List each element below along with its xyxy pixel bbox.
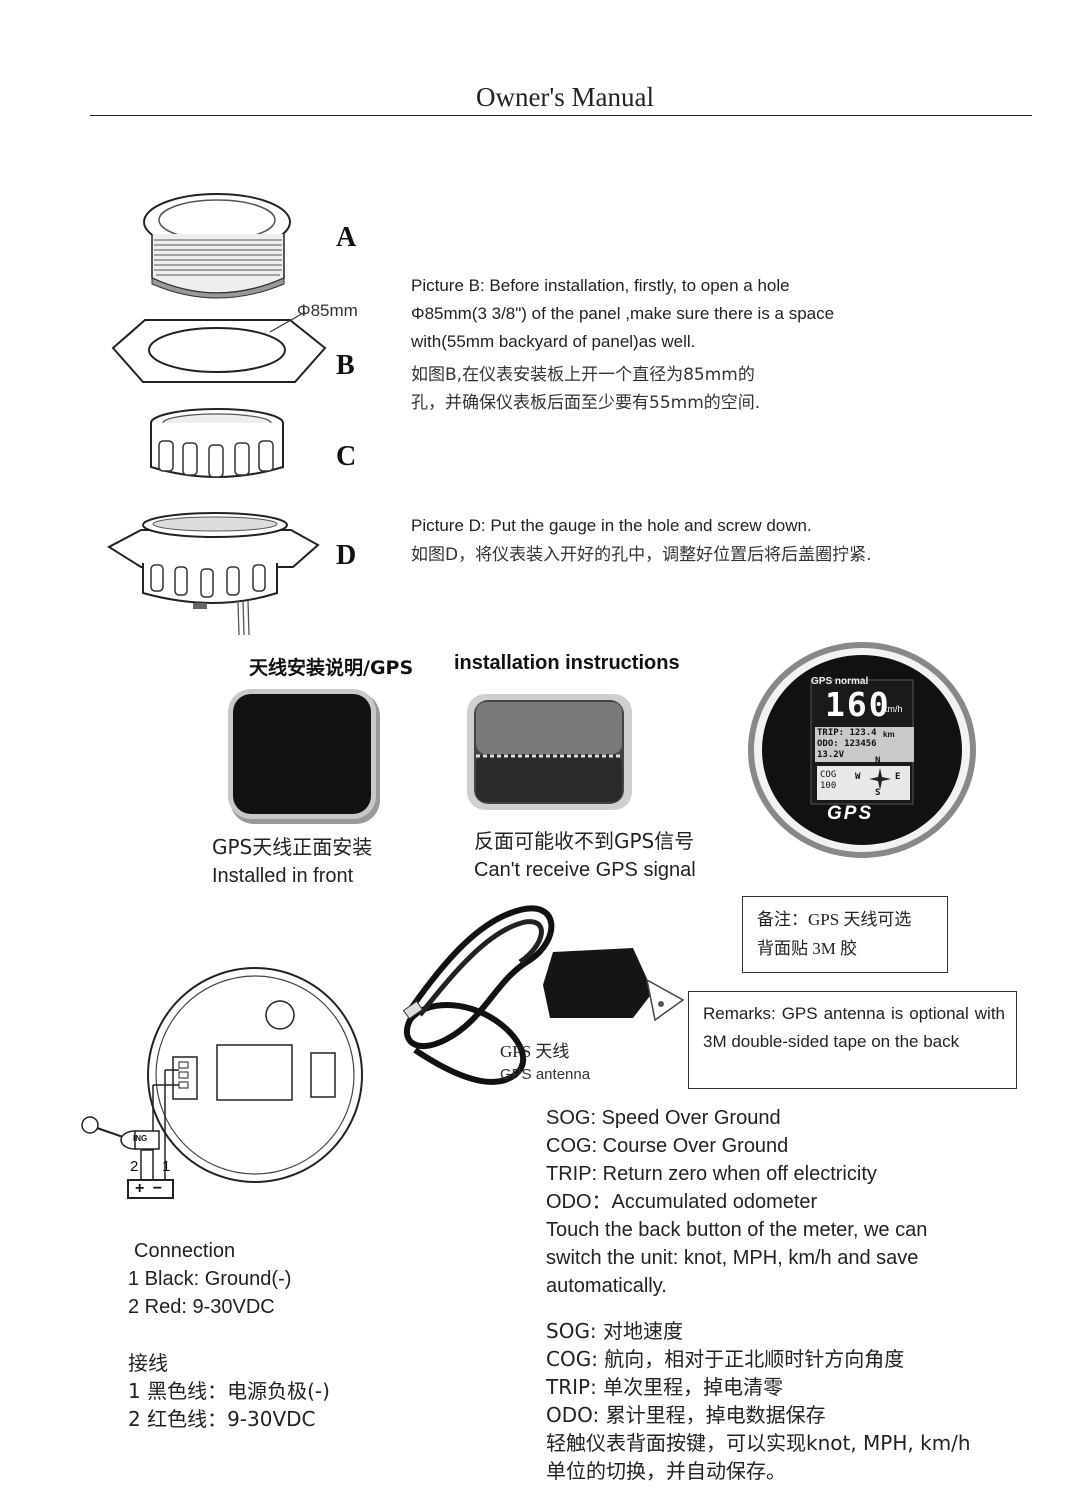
definition-line: automatically.: [546, 1275, 667, 1297]
gauge-trip-unit: km: [883, 730, 895, 739]
hole-diameter-label: Φ85mm: [297, 301, 358, 320]
gauge-compass-panel: COG 100 N W E S: [817, 756, 910, 800]
picture-b-en-line: Φ85mm(3 3/8") of the panel ,make sure th…: [411, 304, 835, 323]
compass-e: E: [895, 772, 901, 782]
definition-line: switch the unit: knot, MPH, km/h and sav…: [546, 1247, 919, 1269]
picture-d-en-line: Picture D: Put the gauge in the hole and…: [411, 516, 812, 535]
definition-line: SOG: Speed Over Ground: [546, 1107, 781, 1129]
wire-pin-1: 1: [162, 1158, 171, 1175]
front-caption-en: Installed in front: [212, 865, 354, 887]
ign-switch-label: ING: [133, 1134, 148, 1143]
definition-line: Touch the back button of the meter, we c…: [546, 1219, 928, 1241]
gauge-lcd: TRIP: 123.4 ODO: 123456 13.2V: [815, 727, 914, 762]
page-title: Owner's Manual: [475, 82, 655, 112]
gps-heading-en: installation instructions: [454, 652, 680, 674]
part-d-label: D: [336, 540, 357, 571]
back-caption-cn: 反面可能收不到GPS信号: [474, 829, 695, 853]
compass-w: W: [855, 772, 861, 782]
antenna-front-photo: [233, 694, 371, 814]
header-rule: [90, 115, 1032, 116]
connection-cn-line: 1 黑色线：电源负极(-): [128, 1379, 330, 1403]
definition-line: TRIP: Return zero when off electricity: [546, 1163, 877, 1185]
compass-s: S: [875, 788, 881, 798]
connection-heading: Connection: [134, 1240, 236, 1262]
definition-cn-line: TRIP: 单次里程，掉电清零: [546, 1375, 784, 1399]
wire-pin-2: 2: [130, 1158, 139, 1175]
definition-line: ODO：Accumulated odometer: [546, 1191, 818, 1213]
gauge-status: GPS normal: [811, 676, 869, 687]
picture-b-text: Picture B: Before installation, firstly,…: [411, 272, 834, 417]
remarks-cn-line: 备注：GPS 天线可选: [757, 910, 912, 929]
front-caption-cn: GPS天线正面安装: [212, 835, 373, 859]
connection-line: 1 Black: Ground(-): [128, 1268, 292, 1290]
back-caption-en: Can't receive GPS signal: [474, 859, 696, 881]
gauge-cog-value: 100: [820, 781, 837, 791]
gauge-brand: GPS: [827, 803, 874, 824]
gps-antenna-photo: [402, 905, 685, 1085]
antenna-back-photo: [467, 694, 632, 810]
battery-terminals: + −: [135, 1180, 165, 1197]
gauge-speed: 160: [825, 685, 891, 724]
remarks-cn-line: 背面贴 3M 胶: [757, 939, 858, 958]
definition-cn-line: ODO: 累计里程，掉电数据保存: [546, 1403, 826, 1427]
definition-line: COG: Course Over Ground: [546, 1135, 789, 1157]
picture-b-cn-line: 如图B,在仪表安装板上开一个直径为85mm的: [411, 365, 755, 385]
definition-cn-line: SOG: 对地速度: [546, 1319, 684, 1343]
gauge-speed-unit: km/h: [883, 704, 903, 714]
definition-cn-line: 单位的切换，并自动保存。: [546, 1459, 786, 1483]
connection-text: Connection 1 Black: Ground(-) 2 Red: 9-3…: [128, 1237, 291, 1321]
gauge-voltage: 13.2V: [817, 750, 845, 760]
gps-heading-cn: 天线安装说明/GPS: [249, 657, 414, 679]
part-c-nut-illustration: [150, 408, 284, 478]
antenna-label-cn: GPS 天线: [500, 1042, 570, 1061]
definitions-en: SOG: Speed Over Ground COG: Course Over …: [546, 1104, 927, 1300]
remarks-en-box: Remarks: GPS antenna is optional with 3M…: [688, 991, 1017, 1089]
connection-line: 2 Red: 9-30VDC: [128, 1296, 275, 1318]
definition-cn-line: COG: 航向，相对于正北顺时针方向角度: [546, 1347, 905, 1371]
part-a-label: A: [336, 222, 357, 253]
connection-cn-line: 2 红色线：9-30VDC: [128, 1407, 316, 1431]
picture-d-cn-line: 如图D，将仪表装入开好的孔中，调整好位置后将后盖圈拧紧.: [411, 545, 872, 565]
antenna-label-en: GPS antenna: [500, 1066, 591, 1083]
part-c-label: C: [336, 441, 357, 472]
picture-b-en-line: Picture B: Before installation, firstly,…: [411, 276, 790, 295]
part-b-panel-illustration: [111, 311, 327, 383]
picture-b-en-line: with(55mm backyard of panel)as well.: [411, 332, 696, 351]
compass-rose-icon: [869, 768, 891, 790]
picture-b-cn-line: 孔，并确保仪表板后面至少要有55mm的空间.: [411, 393, 761, 413]
remarks-cn-box: 备注：GPS 天线可选 背面贴 3M 胶: [742, 896, 948, 973]
picture-d-text: Picture D: Put the gauge in the hole and…: [411, 512, 872, 569]
gauge-odo: ODO: 123456: [817, 739, 877, 749]
part-a-bezel-illustration: [143, 193, 291, 299]
gauge-trip: TRIP: 123.4: [817, 728, 877, 738]
connection-text-cn: 接线 1 黑色线：电源负极(-) 2 红色线：9-30VDC: [128, 1349, 330, 1433]
part-b-label: B: [336, 350, 355, 381]
wiring-diagram: [81, 967, 363, 1199]
part-d-assembly-illustration: [107, 512, 320, 636]
remarks-en-text: Remarks: GPS antenna is optional with 3M…: [703, 1004, 1005, 1051]
connection-cn-heading: 接线: [128, 1351, 168, 1375]
definitions-cn: SOG: 对地速度 COG: 航向，相对于正北顺时针方向角度 TRIP: 单次里…: [546, 1317, 971, 1485]
gauge-cog-label: COG: [820, 770, 837, 780]
definition-cn-line: 轻触仪表背面按键，可以实现knot, MPH, km/h: [546, 1431, 971, 1455]
compass-n: N: [875, 756, 881, 766]
